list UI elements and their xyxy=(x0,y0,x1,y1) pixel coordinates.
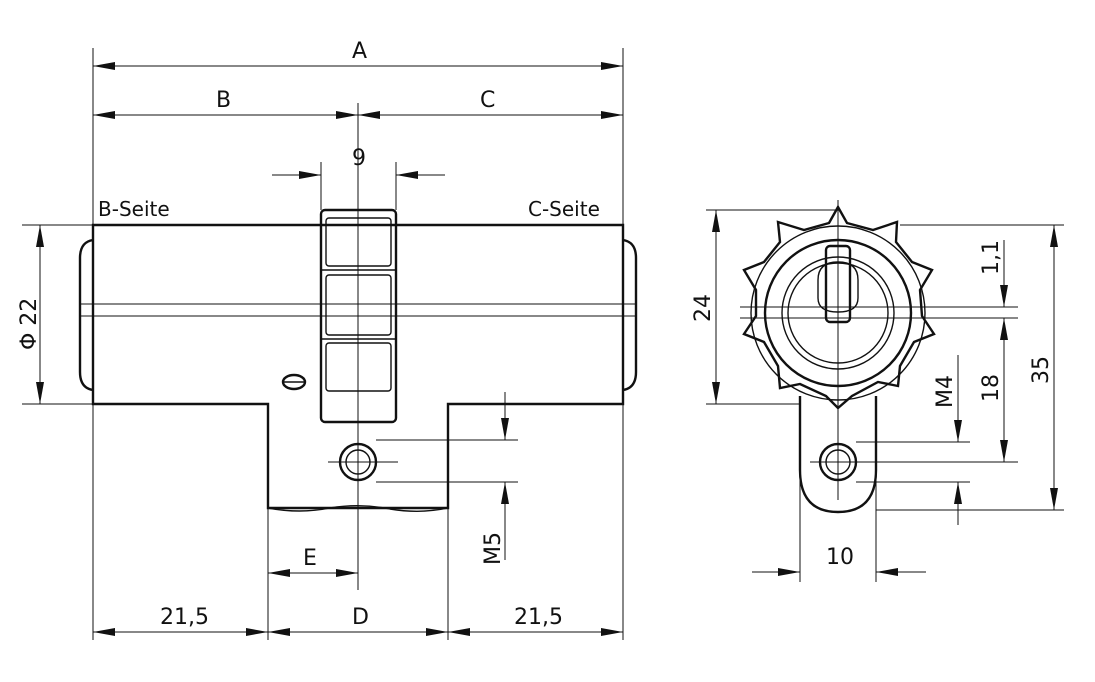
dim-10-label: 10 xyxy=(826,545,854,570)
dim-35-label: 35 xyxy=(1029,356,1054,384)
m4-label: M4 xyxy=(933,375,958,408)
left-215-label: 21,5 xyxy=(160,605,209,630)
dim-a-label: A xyxy=(352,39,367,64)
dim-24-label: 24 xyxy=(691,294,716,322)
b-seite-label: B-Seite xyxy=(98,197,170,221)
dim-18-label: 18 xyxy=(979,374,1004,402)
front-view xyxy=(706,200,1064,582)
side-view xyxy=(22,48,638,640)
c-seite-label: C-Seite xyxy=(528,197,600,221)
dim-e-label: E xyxy=(303,546,317,571)
phi22-label: Φ 22 xyxy=(17,298,42,350)
m5-label: M5 xyxy=(481,532,506,565)
dim-9-label: 9 xyxy=(352,146,366,171)
dim-c-label: C xyxy=(480,88,495,113)
dim-11-label: 1,1 xyxy=(979,240,1004,275)
right-215-label: 21,5 xyxy=(514,605,563,630)
dim-d-label: D xyxy=(352,605,369,630)
dim-b-label: B xyxy=(216,88,231,113)
